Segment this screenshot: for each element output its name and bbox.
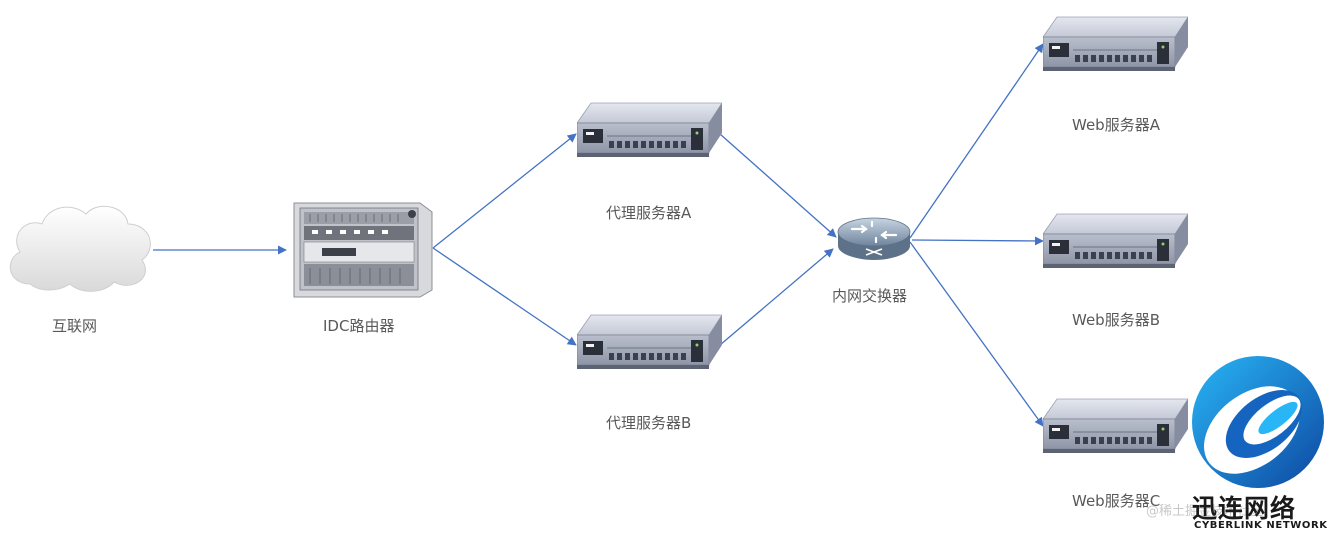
server-icon-web-c [1043,398,1188,454]
arrow-router-proxy-b [432,247,577,346]
server-icon-web-a [1043,16,1188,72]
cloud-icon [9,205,151,292]
brand-name-cn: 迅连网络 [1192,494,1297,523]
arrow-router-proxy-a [432,133,577,249]
connectors [153,43,1044,427]
server-icon-proxy-a [577,102,722,158]
label-web-server-b: Web服务器B [1072,311,1160,329]
label-web-server-c: Web服务器C [1072,492,1161,510]
label-internet: 互联网 [52,317,98,335]
arrow-proxy-a-switch [719,133,837,238]
arrow-switch-web-c [909,241,1044,427]
label-web-server-a: Web服务器A [1072,116,1160,134]
label-proxy-server-a: 代理服务器A [606,204,692,222]
arrow-switch-web-b [911,236,1044,246]
cyberlink-logo-icon [1188,356,1327,534]
label-internal-switch: 内网交换器 [832,287,908,305]
brand-name-en: CYBERLINK NETWORK [1194,520,1327,531]
label-idc-router: IDC路由器 [323,317,395,335]
label-proxy-server-b: 代理服务器B [606,414,692,432]
server-icon-proxy-b [577,314,722,370]
server-icon-web-b [1043,213,1188,269]
network-switch-icon [837,217,911,260]
arrow-switch-web-a [909,43,1044,239]
arrow-proxy-b-switch [719,248,834,346]
watermark-text: @稀土掘金技术社区 [1146,504,1264,519]
chassis-router-icon [293,202,433,298]
